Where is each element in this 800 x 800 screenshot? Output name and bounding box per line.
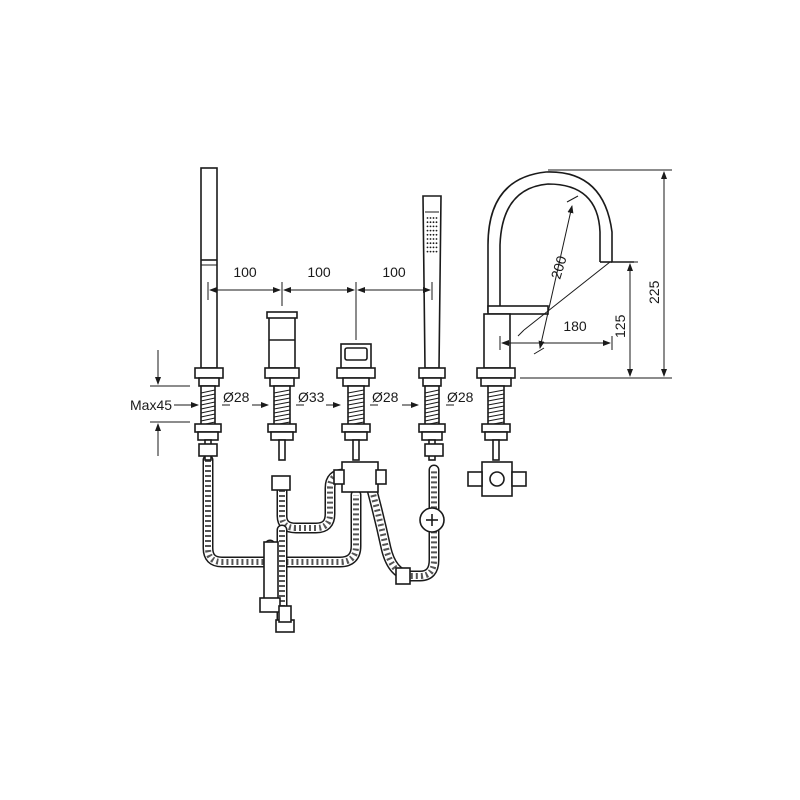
valve-blocks [198, 443, 527, 633]
threaded-shank [481, 385, 511, 461]
dimension-deck: Max45 [130, 350, 190, 456]
threaded-shanks [194, 385, 511, 461]
threaded-shank [341, 385, 371, 461]
handshower-left [194, 167, 224, 387]
dim-total-height: 225 [646, 280, 662, 304]
threaded-shank [267, 385, 297, 461]
dim-spacing-3: 100 [382, 264, 406, 280]
dimension-diameters: Ø28 Ø33 Ø28 Ø28 [174, 389, 474, 408]
dim-dia-2: Ø33 [298, 389, 325, 405]
dim-spacing-2: 100 [307, 264, 331, 280]
dim-projection: 180 [563, 318, 587, 334]
dim-dia-4: Ø28 [447, 389, 474, 405]
dim-spout-reach: 200 [548, 254, 570, 281]
dimension-spacings: 100 100 100 [207, 264, 433, 340]
dim-dia-3: Ø28 [372, 389, 399, 405]
hose-set [202, 454, 440, 626]
mixer-column [336, 343, 376, 387]
dim-max-deck: Max45 [130, 397, 172, 413]
dimension-spout: 200 180 125 225 [499, 169, 672, 379]
dim-outlet-height: 125 [612, 314, 628, 338]
dim-spacing-1: 100 [233, 264, 257, 280]
diverter-column [264, 311, 300, 387]
dim-dia-1: Ø28 [223, 389, 250, 405]
